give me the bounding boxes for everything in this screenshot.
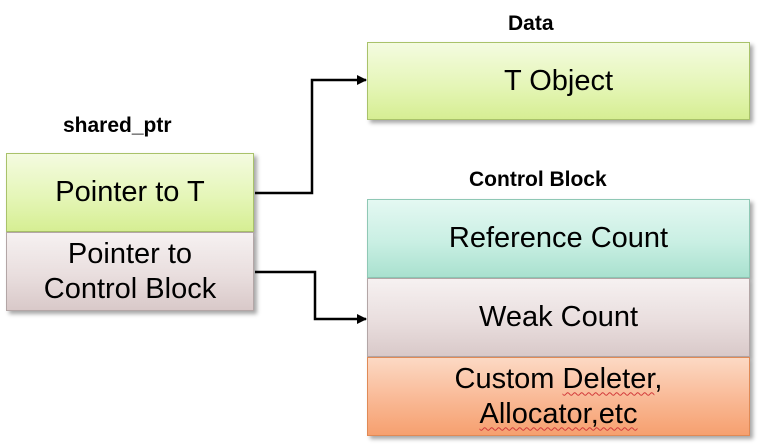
- data-heading: Data: [508, 12, 554, 35]
- weak-count-box: Weak Count: [367, 278, 750, 357]
- pointer-to-control-block-line2: Control Block: [43, 272, 217, 305]
- reference-count-label: Reference Count: [448, 222, 669, 255]
- custom-deleter-box: Custom Deleter, Allocator,etc: [367, 357, 750, 436]
- custom-word: Custom: [454, 362, 555, 395]
- pointer-to-control-block-box: Pointer to Control Block: [6, 232, 254, 311]
- allocator-label: Allocator,etc: [479, 397, 638, 430]
- control-block-heading: Control Block: [469, 168, 607, 191]
- custom-deleter-line1: Custom Deleter,: [455, 362, 663, 397]
- weak-count-label: Weak Count: [478, 301, 639, 334]
- deleter-word: Deleter: [562, 362, 655, 395]
- deleter-comma: ,: [654, 362, 663, 395]
- shared-ptr-heading: shared_ptr: [63, 114, 172, 137]
- arrow-to-t-object: [255, 75, 367, 195]
- pointer-to-t-label: Pointer to T: [55, 176, 205, 209]
- t-object-box: T Object: [367, 42, 750, 120]
- pointer-to-control-block-line1: Pointer to: [67, 237, 193, 270]
- pointer-to-t-box: Pointer to T: [6, 153, 254, 232]
- reference-count-box: Reference Count: [367, 199, 750, 278]
- t-object-label: T Object: [503, 64, 614, 97]
- arrow-to-control-block: [255, 270, 367, 324]
